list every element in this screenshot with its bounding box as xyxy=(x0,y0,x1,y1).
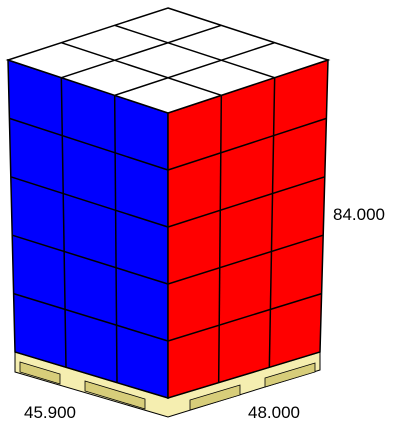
top-face-grid-line xyxy=(114,41,275,97)
height-dimension-label: 84.000 xyxy=(333,205,385,224)
width-dimension-label: 45.900 xyxy=(24,403,76,422)
pallet-block xyxy=(84,380,146,410)
right-face-layer-line xyxy=(167,117,327,171)
right-face-layer-line xyxy=(167,176,326,228)
right-face-column-line xyxy=(268,77,276,368)
left-face-layer-line xyxy=(9,117,169,171)
right-face xyxy=(167,58,329,400)
left-face-layer-line xyxy=(11,234,169,285)
left-face-layer-line xyxy=(13,292,169,342)
left-face-column-line xyxy=(113,95,118,383)
left-face-column-line xyxy=(60,77,67,368)
depth-dimension-label: 48.000 xyxy=(248,403,300,422)
right-face-layer-line xyxy=(167,234,324,285)
top-face-grid-line xyxy=(61,24,222,79)
top-face-grid-line xyxy=(114,24,275,79)
pallet-block xyxy=(264,362,316,388)
right-face-layer-line xyxy=(167,292,322,342)
top-face-grid-line xyxy=(61,41,222,97)
pallet-block xyxy=(19,361,61,385)
left-face xyxy=(7,58,169,400)
left-face-layer-line xyxy=(10,176,169,228)
right-face-column-line xyxy=(217,95,223,383)
pallet-block xyxy=(189,384,241,411)
